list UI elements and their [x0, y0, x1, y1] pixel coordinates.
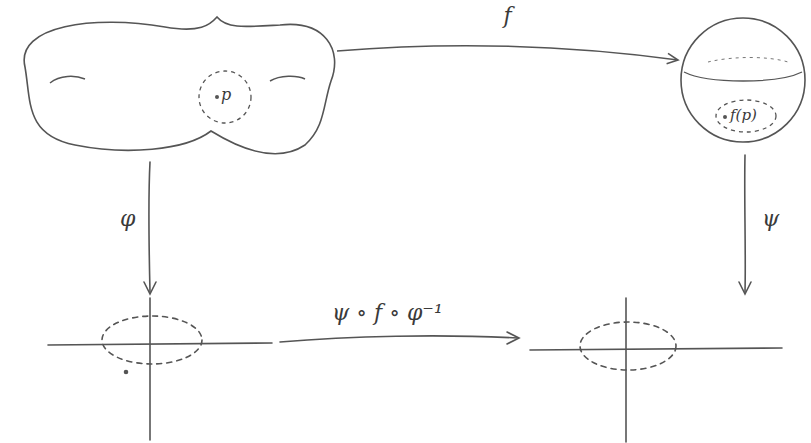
neighborhood-circle	[716, 100, 776, 132]
axis-line	[530, 348, 782, 350]
sphere-outline	[681, 18, 805, 142]
transition-map-label: ψ ∘ f ∘ φ⁻¹	[330, 300, 445, 325]
surface-hole	[270, 76, 305, 81]
chart-neighborhood	[102, 316, 202, 364]
arrow-head	[667, 53, 678, 63]
axis-line	[48, 343, 272, 345]
point-label: f(p)	[730, 106, 757, 124]
arrow-line	[337, 46, 678, 60]
arrow-head	[507, 332, 519, 344]
axis-line	[149, 298, 151, 440]
chart-label: φ	[118, 206, 137, 231]
sphere: f(p)	[678, 10, 808, 150]
shape-outline	[678, 10, 808, 150]
transition-arrow	[280, 336, 518, 342]
point-label: p	[221, 85, 231, 104]
arrow-head	[739, 282, 751, 294]
neighborhood-circle	[199, 71, 251, 123]
chart-arrow	[149, 162, 150, 292]
chart-arrow	[744, 155, 746, 292]
point-dot	[215, 95, 219, 99]
surface-outline	[24, 17, 334, 154]
genus-two-surface: p	[5, 5, 337, 157]
surface-hole	[50, 76, 85, 83]
chart-neighborhood	[580, 322, 676, 370]
point-dot	[125, 371, 128, 374]
point-dot	[723, 115, 727, 119]
map-arrow	[337, 46, 678, 64]
sphere-equator	[708, 58, 788, 63]
arrow-head	[144, 282, 156, 294]
chart-label: ψ	[760, 206, 781, 231]
map-label: f	[502, 3, 514, 28]
sphere-equator	[684, 72, 802, 81]
shape-outline	[5, 5, 337, 157]
